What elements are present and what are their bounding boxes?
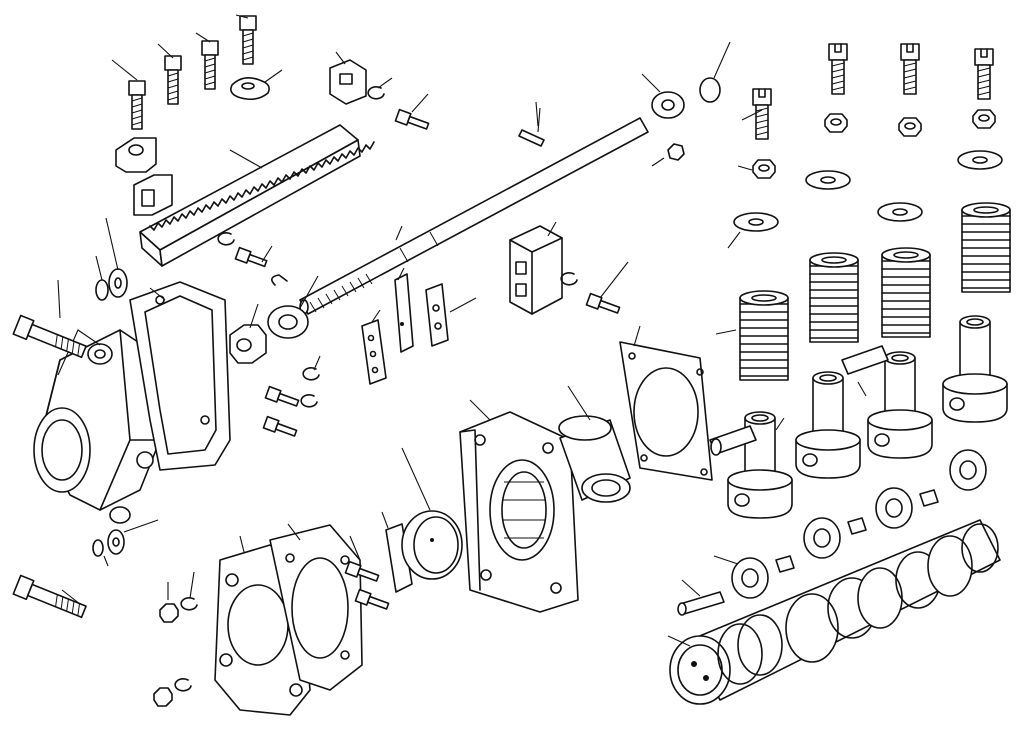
guide-block [133, 174, 173, 216]
washers-left-lower [92, 519, 159, 567]
pin-small [518, 129, 545, 147]
plunger-springs [715, 202, 1011, 381]
screw-small-top [394, 108, 430, 130]
tappet-rollers [713, 449, 987, 599]
screw-fork [585, 292, 621, 314]
rack-block-top [329, 51, 367, 105]
plate-two-hole [425, 283, 477, 347]
control-shaft [299, 107, 649, 315]
lock-tab [230, 69, 283, 101]
adjusting-screws [741, 43, 994, 140]
hex-nut-left [229, 303, 267, 364]
spring-washers [727, 150, 1003, 249]
gasket-square [619, 325, 713, 481]
control-rack [139, 124, 375, 267]
camshaft [667, 519, 1001, 705]
bolt-left-upper [12, 314, 87, 359]
small-nuts-lower [153, 571, 198, 707]
fork-clamp [509, 221, 563, 315]
bearing-cup [558, 385, 631, 503]
screw-pair [262, 355, 321, 437]
collar [641, 73, 685, 119]
bolt-group-top-left [111, 14, 257, 130]
screw-rack-end [234, 246, 268, 268]
flyweight-disc [401, 447, 463, 580]
bracket-plate [381, 511, 413, 593]
plate-three-hole [361, 309, 387, 385]
screw-pair-lower [344, 535, 390, 610]
o-ring [699, 41, 731, 103]
roller-tappets [727, 315, 1008, 519]
roller-pin [677, 579, 725, 616]
lock-nuts [737, 109, 996, 179]
clamp-block [115, 137, 157, 173]
nut-small-shaft [651, 143, 685, 167]
plate-slotted [394, 267, 414, 353]
guide-pin [709, 345, 889, 456]
bearing-housing [459, 399, 579, 613]
sleeve-nut [267, 275, 319, 339]
bolt-left-lower [12, 574, 87, 619]
washers-left-upper [95, 217, 128, 301]
gasket-left [129, 281, 231, 471]
gasket-end-cover [269, 523, 363, 691]
governor-housing [33, 329, 161, 524]
